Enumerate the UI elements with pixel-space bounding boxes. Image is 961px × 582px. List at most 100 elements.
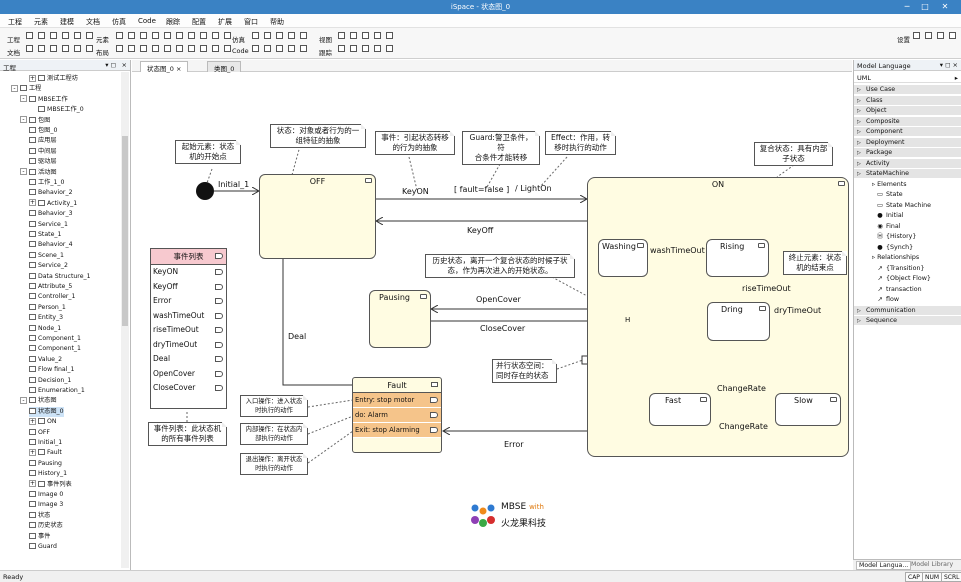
expand-icon[interactable]: + [29, 74, 36, 82]
toolbar-tool-icon[interactable] [140, 32, 147, 39]
event-list-item[interactable]: Error [151, 294, 226, 309]
toolbar-tool-icon[interactable] [264, 32, 271, 39]
menu-extend[interactable]: 扩展 [218, 18, 232, 26]
toolbar-tool-icon[interactable] [74, 45, 81, 52]
language-element[interactable]: ◉Final [854, 222, 961, 232]
tree-item[interactable]: 中间层 [29, 147, 57, 157]
menu-window[interactable]: 窗口 [244, 18, 258, 26]
minimize-icon[interactable]: ─ [904, 2, 910, 11]
expand-icon[interactable]: + [29, 417, 36, 425]
tree-item[interactable]: Data Structure_1 [29, 272, 91, 282]
language-selector[interactable]: UML ▸ [854, 72, 961, 83]
language-category[interactable]: StateMachine [854, 169, 961, 179]
menu-element[interactable]: 元素 [34, 18, 48, 26]
toolbar-tool-icon[interactable] [300, 45, 307, 52]
toolbar-tool-icon[interactable] [937, 32, 944, 39]
note-guard[interactable]: Guard:警卫条件，符合条件才能转移 [462, 131, 540, 165]
toolbar-tool-icon[interactable] [362, 32, 369, 39]
state-washing-collapse-icon[interactable] [637, 243, 644, 248]
language-category[interactable]: Activity [854, 158, 961, 169]
toolbar-tool-icon[interactable] [350, 32, 357, 39]
tree-item[interactable]: -MBSE工作 [20, 95, 68, 105]
tree-item[interactable]: 状态 [29, 511, 50, 521]
tree-item[interactable]: Entity_3 [29, 313, 63, 323]
tree-item[interactable]: Flow final_1 [29, 365, 74, 375]
language-element[interactable]: ↗transaction [854, 285, 961, 295]
note-event[interactable]: 事件：引起状态转移的行为的抽象 [375, 131, 455, 155]
toolbar-tool-icon[interactable] [350, 45, 357, 52]
event-list-item[interactable]: KeyON [151, 265, 226, 280]
tree-item[interactable]: Decision_1 [29, 376, 71, 386]
tree-scrollbar[interactable] [121, 72, 129, 568]
tree-item[interactable]: Service_2 [29, 261, 68, 271]
tree-item[interactable]: Enumeration_1 [29, 386, 85, 396]
tree-item[interactable]: Image 3 [29, 500, 63, 510]
menu-project[interactable]: 工程 [8, 18, 22, 26]
toolbar-tool-icon[interactable] [176, 45, 183, 52]
note-do[interactable]: 内部操作：在状态内部执行的动作 [240, 423, 308, 445]
toolbar-tool-icon[interactable] [152, 45, 159, 52]
tree-item[interactable]: Scene_1 [29, 251, 64, 261]
state-slow-collapse-icon[interactable] [830, 397, 837, 402]
toolbar-tool-icon[interactable] [38, 32, 45, 39]
toolbar-tool-icon[interactable] [86, 32, 93, 39]
tree-item[interactable]: 事件 [29, 532, 50, 542]
menu-trace[interactable]: 跟踪 [166, 18, 180, 26]
collapse-icon[interactable]: - [20, 168, 27, 176]
note-state[interactable]: 状态：对象或者行为的一组特征的抽象 [270, 124, 366, 148]
toolbar-tool-icon[interactable] [925, 32, 932, 39]
toolbar-tool-icon[interactable] [374, 32, 381, 39]
tree-item[interactable]: 驱动层 [29, 157, 57, 167]
menu-code[interactable]: Code [138, 17, 156, 25]
note-effect[interactable]: Effect：作用，转移时执行的动作 [545, 131, 616, 155]
toolbar-tool-icon[interactable] [128, 32, 135, 39]
expand-icon[interactable]: + [29, 480, 36, 488]
toolbar-tool-icon[interactable] [252, 32, 259, 39]
language-category[interactable]: Composite [854, 116, 961, 127]
toolbar-tool-icon[interactable] [188, 32, 195, 39]
toolbar-tool-icon[interactable] [338, 32, 345, 39]
language-element[interactable]: ●Initial [854, 211, 961, 221]
toolbar-tool-icon[interactable] [300, 32, 307, 39]
toolbar-tool-icon[interactable] [338, 45, 345, 52]
tree-item[interactable]: -工程 [11, 84, 41, 94]
tree-item[interactable]: 工作_1_0 [29, 178, 64, 188]
tree-item[interactable]: Person_1 [29, 303, 66, 313]
tree-item[interactable]: History_1 [29, 469, 67, 479]
language-element[interactable]: ↗flow [854, 295, 961, 305]
tree-item[interactable]: Pausing [29, 459, 62, 469]
state-dring[interactable]: Dring [707, 302, 770, 341]
fault-exit-action[interactable]: Exit: stop Alarming [353, 423, 441, 438]
tree-item[interactable]: Component_1 [29, 334, 81, 344]
close-icon[interactable]: ✕ [941, 2, 949, 11]
language-category[interactable]: Deployment [854, 137, 961, 148]
note-initial[interactable]: 起始元素：状态机的开始点 [175, 140, 241, 164]
menu-config[interactable]: 配置 [192, 18, 206, 26]
note-entry[interactable]: 入口操作：进入状态时执行的动作 [240, 395, 308, 417]
toolbar-tool-icon[interactable] [200, 32, 207, 39]
toolbar-tool-icon[interactable] [212, 45, 219, 52]
state-slow[interactable]: Slow [775, 393, 841, 426]
state-fault-collapse-icon[interactable] [431, 382, 438, 387]
tree-item[interactable]: Behavior_4 [29, 240, 73, 250]
event-list-item[interactable]: OpenCover [151, 367, 226, 382]
tree-item[interactable]: Node_1 [29, 324, 61, 334]
menu-model[interactable]: 建模 [60, 18, 74, 26]
toolbar-tool-icon[interactable] [374, 45, 381, 52]
menu-document[interactable]: 文档 [86, 18, 100, 26]
toolbar-tool-icon[interactable] [116, 45, 123, 52]
tree-item[interactable]: +ON [29, 417, 57, 427]
tree-item[interactable]: Image 0 [29, 490, 63, 500]
tree-item[interactable]: Behavior_2 [29, 188, 73, 198]
toolbar-tool-icon[interactable] [26, 32, 33, 39]
tree-item[interactable]: OFF [29, 428, 50, 438]
toolbar-tool-icon[interactable] [164, 32, 171, 39]
note-parallel[interactable]: 并行状态空间：同时存在的状态 [492, 359, 557, 383]
language-element[interactable]: ▹ Elements [854, 180, 961, 190]
toolbar-tool-icon[interactable] [276, 45, 283, 52]
language-category[interactable]: Sequence [854, 316, 961, 326]
toolbar-tool-icon[interactable] [288, 45, 295, 52]
toolbar-tool-icon[interactable] [50, 32, 57, 39]
tree-item[interactable]: 应用层 [29, 136, 57, 146]
